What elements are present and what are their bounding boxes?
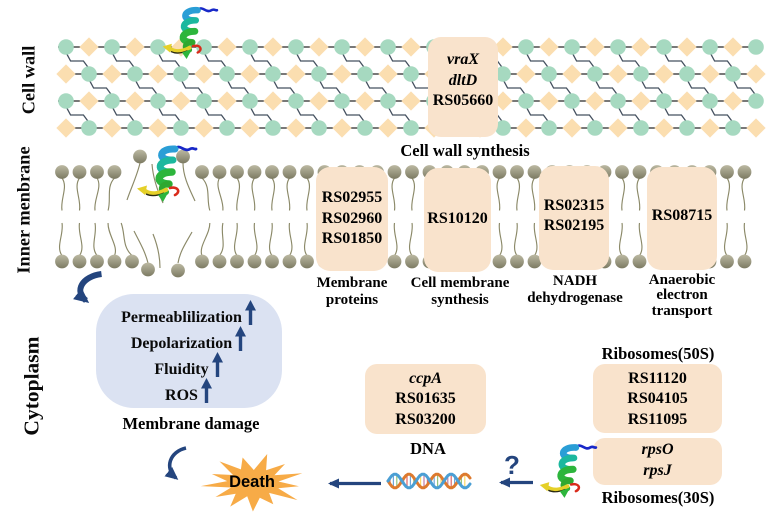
cell-membrane-synthesis-gene-box-bg [424,168,491,272]
damage-item-permeablilization: Permeablilization [96,300,282,331]
nadh-dehydrogenase-gene-box-bg [539,166,609,270]
up-arrow-icon [200,378,212,403]
gene-RS04105: RS04105 [627,390,688,407]
membrane-proteins-gene-box-bg [316,167,388,271]
up-arrow-icon [211,352,223,377]
up-arrow-icon [235,326,247,351]
membrane-damage-box-bg [96,294,282,408]
damage-item-fluidity: Fluidity [96,352,282,383]
gene-RS01635: RS01635 [395,390,456,407]
membrane-proteins-gene-box: RS02955 RS02960 RS01850 [316,188,388,250]
dna-caption: DNA [410,439,446,458]
gene-rpsO: rpsO [641,440,674,458]
ribosomes-30s-gene-box: rpsO rpsJ [593,439,722,481]
region-label-inner-membrane: Inner menbrane [13,145,34,274]
region-label-cell-wall: Cell wall [18,45,39,114]
membrane-proteins-label: Membrane proteins [316,275,388,308]
gene-RS01850: RS01850 [321,230,383,247]
gene-RS10120: RS10120 [427,210,488,227]
gene-ccpA: ccpA [409,369,442,387]
gene-vraX: vraX [447,51,479,68]
gene-RS02960: RS02960 [321,209,383,227]
gene-RS11095: RS11095 [627,410,688,428]
dna-helix-icon [386,472,472,490]
gene-RS03200: RS03200 [395,410,456,428]
cell-wall-synthesis-caption: Cell wall synthesis [400,141,530,160]
ribosomes-50s-gene-box: RS11120 RS04105 RS11095 [593,369,722,431]
cell-membrane-synthesis-label: Cell membrane synthesis [410,275,510,308]
cell-wall-gene-box: vraX dltD RS05660 [428,50,498,112]
damage-item-depolarization: Depolarization [96,326,282,357]
death-starburst [200,454,303,512]
cell-wall-lattice [56,37,766,138]
membrane-damage-box: Permeablilization Depolarization Fluidit… [96,294,282,408]
gene-dltD: dltD [448,71,478,89]
ribosomes-50s-label: Ribosomes(50S) [601,343,715,363]
gene-rpsJ: rpsJ [643,461,672,479]
gene-RS11120: RS11120 [628,369,687,387]
nadh-dehydrogenase-gene-box: RS02315 RS02195 [539,196,609,237]
gene-RS08715: RS08715 [651,207,713,224]
death-label: Death [229,473,275,491]
question-mark: ? [504,450,520,480]
gene-RS02195: RS02195 [543,217,605,234]
gene-RS02315: RS02315 [543,196,605,214]
region-label-cytoplasm: Cytoplasm [19,336,44,436]
up-arrow-icon [244,300,256,325]
membrane-damage-caption: Membrane damage [122,414,260,433]
anaerobic-electron-transport-gene-box: RS08715 [647,206,717,227]
gene-RS02955: RS02955 [321,189,383,206]
cell-wall-gene-box-bg [428,37,498,137]
anaerobic-electron-transport-gene-box-bg [647,167,717,270]
damage-to-death-arrow [164,446,187,480]
anaerobic-electron-transport-label: Anaerobic electron transport [648,272,716,319]
membrane-to-damage-arrow [73,271,103,303]
dna-gene-box: ccpA RS01635 RS03200 [365,369,486,431]
ribosomes-30s-gene-box-bg [593,438,722,485]
gene-RS05660: RS05660 [432,92,494,109]
cell-membrane-synthesis-gene-box: RS10120 [424,209,491,230]
ribosomes-30s-label: Ribosomes(30S) [601,488,715,507]
ribosomes-50s-gene-box-bg [593,364,722,433]
dna-gene-box-bg [365,364,486,434]
damage-item-ros: ROS [96,378,282,409]
nadh-dehydrogenase-label: NADH dehydrogenase [527,273,623,306]
